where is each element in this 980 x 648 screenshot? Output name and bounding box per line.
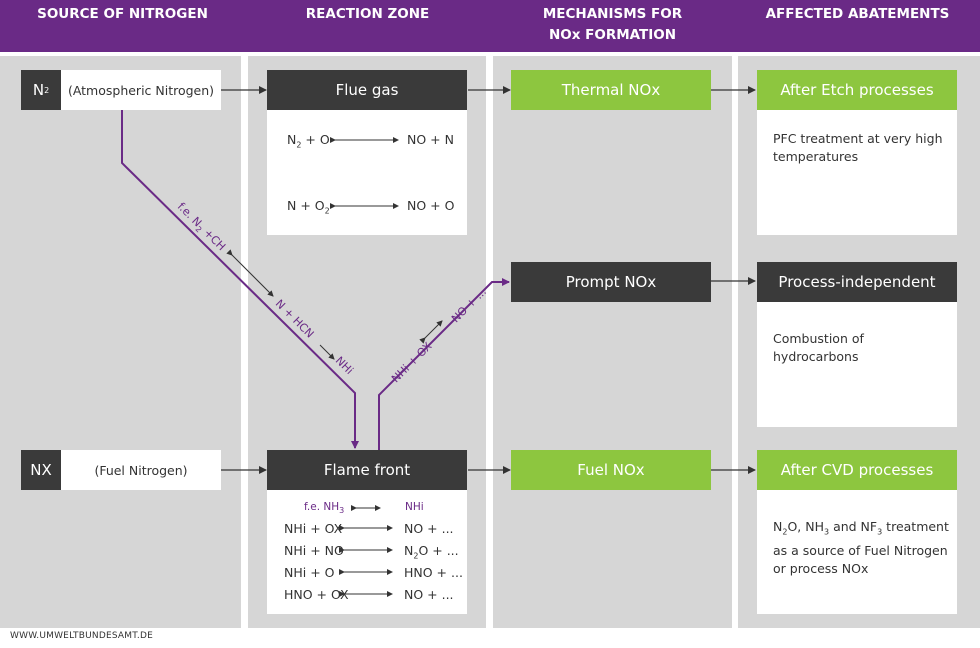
nx-source-text: (Fuel Nitrogen) — [61, 450, 221, 490]
flame-front-equations: f.e. NH3 NHi NHi + OX NO + ... NHi + NO … — [267, 490, 467, 614]
n2-diag-small-arrow — [319, 344, 335, 360]
flue-gas-box: Flue gas — [267, 70, 467, 110]
n2-diag-double-arrow — [226, 249, 274, 297]
footer-url: WWW.UMWELTBUNDESAMT.DE — [10, 631, 153, 641]
flame-eq4-right: NO + ... — [404, 587, 454, 602]
thermal-nox-box: Thermal NOx — [511, 70, 711, 110]
after-etch-box: After Etch processes — [757, 70, 957, 110]
after-cvd-note: N2O, NH3 and NF3 treatment as a source o… — [773, 519, 949, 576]
header-mechanisms-line2: NOx FORMATION — [548, 27, 677, 43]
header-source: SOURCE OF NITROGEN — [37, 6, 208, 22]
flame-eq2-left: NHi + NO — [284, 543, 344, 558]
flame-eq4-left: HNO + OX — [284, 587, 349, 602]
after-etch-panel: PFC treatment at very high temperatures — [757, 110, 957, 235]
flame-eq2-right: N2O + ... — [404, 543, 459, 561]
flame-front-box: Flame front — [267, 450, 467, 490]
flue-eq2-left: N + O2 — [287, 198, 330, 216]
n2-label: N — [32, 81, 45, 99]
process-independent-panel: Combustion of hydrocarbons — [757, 302, 957, 427]
header-bar: SOURCE OF NITROGEN REACTION ZONE MECHANI… — [0, 0, 980, 52]
header-mechanisms: MECHANISMS FOR NOx FORMATION — [490, 0, 735, 52]
n2-source-text: (Atmospheric Nitrogen) — [61, 70, 221, 110]
process-independent-note: Combustion of hydrocarbons — [773, 331, 864, 364]
after-etch-note: PFC treatment at very high temperatures — [773, 131, 943, 164]
flame-eq1-right: NO + ... — [404, 521, 454, 536]
header-abatements: AFFECTED ABATEMENTS — [765, 6, 950, 22]
prompt-diag-double-arrow — [419, 320, 443, 344]
flame-eq3-right: HNO + ... — [404, 565, 463, 580]
flame-eq3-left: NHi + O — [284, 565, 335, 580]
prompt-nox-box: Prompt NOx — [511, 262, 711, 302]
n2-sub: 2 — [44, 85, 50, 95]
flue-eq1-right: NO + N — [407, 132, 454, 147]
header-mechanisms-line1: MECHANISMS FOR — [542, 6, 683, 22]
flame-head-right: NHi — [405, 501, 424, 513]
fuel-nox-box: Fuel NOx — [511, 450, 711, 490]
nx-source-badge: NX — [21, 450, 61, 490]
flue-gas-equations: N2 + O NO + N N + O2 NO + O — [267, 110, 467, 235]
lane-source — [0, 56, 241, 628]
lane-mechanisms — [493, 56, 732, 628]
process-independent-box: Process-independent — [757, 262, 957, 302]
header-reaction: REACTION ZONE — [305, 6, 430, 22]
flue-eq1-left: N2 + O — [287, 132, 330, 150]
flame-eq1-left: NHi + OX — [284, 521, 343, 536]
after-cvd-panel: N2O, NH3 and NF3 treatment as a source o… — [757, 490, 957, 614]
after-cvd-box: After CVD processes — [757, 450, 957, 490]
flame-head-left: f.e. NH3 — [304, 501, 345, 516]
n2-prompt-path — [121, 110, 359, 449]
flue-eq2-right: NO + O — [407, 198, 455, 213]
